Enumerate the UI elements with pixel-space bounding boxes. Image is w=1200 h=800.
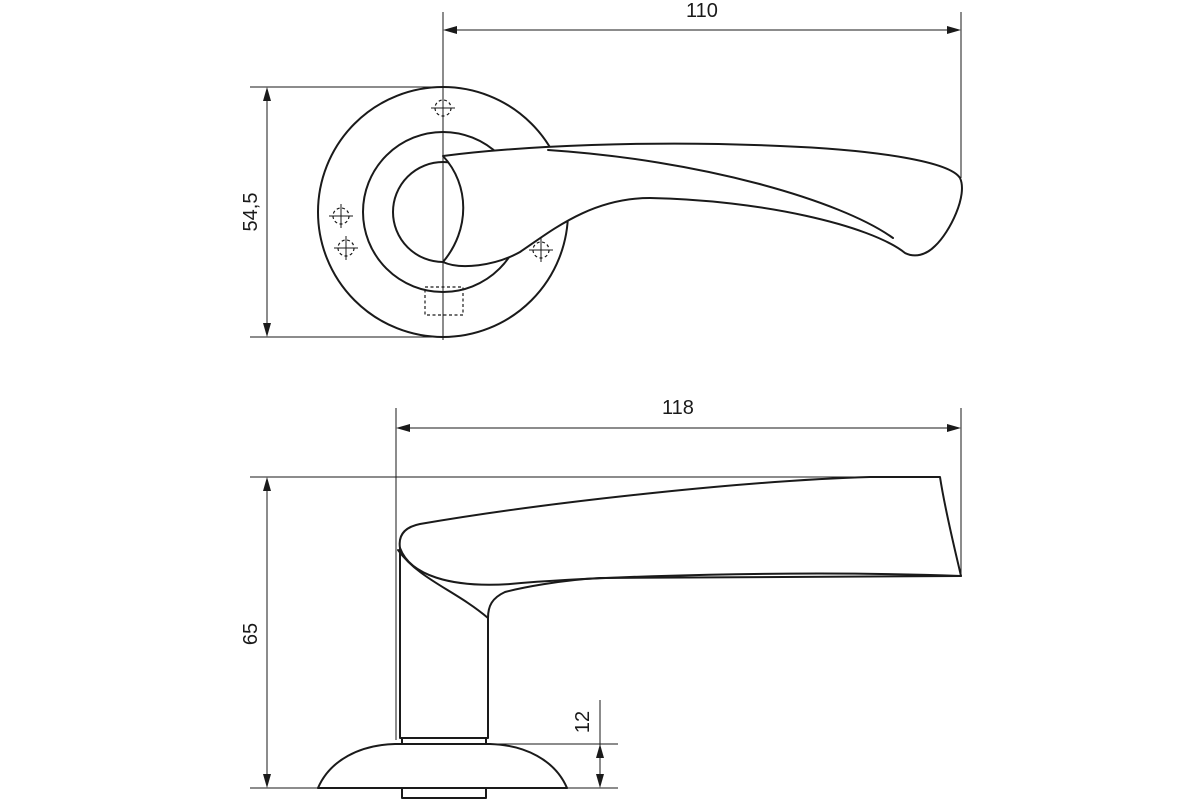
- dim-label-54-5: 54,5: [240, 193, 262, 232]
- dim-arrow-118-left: [396, 424, 410, 432]
- lever-handle-top-edge: [547, 149, 894, 239]
- dim-label-118: 118: [662, 397, 694, 419]
- dim-arrow-65-top: [263, 477, 271, 491]
- lever-handle-top: [442, 142, 963, 268]
- dim-arrow-54-5-bottom: [263, 323, 271, 337]
- dim-arrow-12-bottom: [596, 774, 604, 788]
- dim-arrow-110-left: [443, 26, 457, 34]
- dim-label-12: 12: [572, 711, 594, 733]
- spindle-stub: [401, 787, 487, 799]
- top-view: 110 54,5: [240, 0, 963, 340]
- dim-arrow-12-top: [596, 744, 604, 758]
- side-view: 118 65 12: [240, 397, 962, 799]
- dim-arrow-65-bottom: [263, 774, 271, 788]
- dim-arrow-54-5-top: [263, 87, 271, 101]
- hidden-latch-slot: [424, 286, 464, 316]
- screw-hole-left-lower: [334, 236, 358, 260]
- rose-base: [317, 743, 568, 789]
- dim-label-110: 110: [686, 0, 718, 22]
- dim-arrow-110-right: [947, 26, 961, 34]
- screw-hole-left-upper: [329, 204, 353, 228]
- dim-label-65: 65: [240, 623, 262, 645]
- lever-handle-side: [398, 476, 962, 739]
- screw-hole-right: [529, 238, 553, 262]
- dim-arrow-118-right: [947, 424, 961, 432]
- lever-handle-side-neck-curve: [397, 549, 489, 619]
- lever-handle-side-inner-curve: [399, 547, 962, 586]
